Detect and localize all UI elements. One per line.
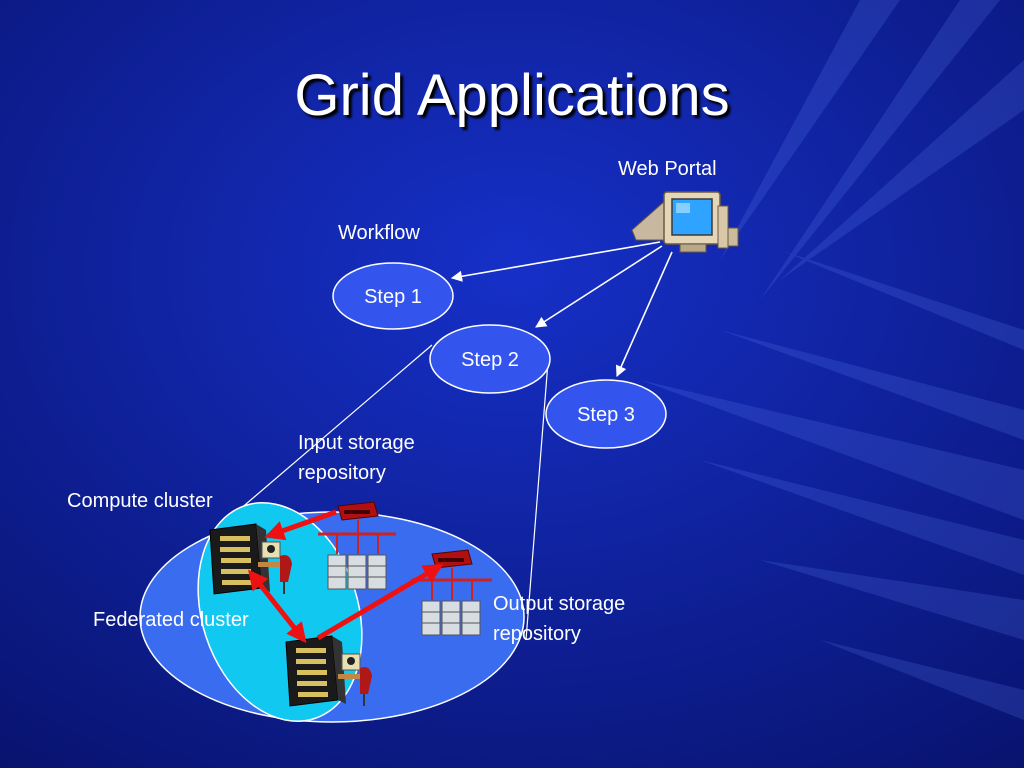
portal-to-step1-arrow (450, 241, 661, 282)
computer-monitor-icon (631, 191, 739, 253)
federated-to-output-arrow (316, 563, 444, 641)
detail-line-right (525, 361, 549, 641)
router-icon (431, 549, 473, 569)
portal-to-step2-arrow (535, 245, 663, 328)
step-3-label: Step 3 (577, 404, 635, 426)
output-storage-label-line2: repository (493, 623, 581, 645)
input-storage-repository (318, 501, 396, 590)
router-icon (337, 501, 379, 521)
portal-to-step3-arrow (615, 251, 673, 378)
person-at-desk-icon (258, 541, 292, 594)
step-3-node: Step 3 (545, 379, 667, 449)
web-portal-label: Web Portal (618, 158, 717, 180)
workflow-label: Workflow (338, 222, 420, 244)
compute-federated-arrow (248, 569, 307, 644)
storage-array-icon (327, 554, 387, 590)
server-rack-icon (285, 635, 346, 707)
input-storage-label-line1: Input storage (298, 432, 415, 454)
output-storage-label-line1: Output storage (493, 593, 626, 615)
background-rays (640, 0, 1024, 720)
person-at-desk-icon (338, 653, 372, 706)
federated-cluster-label: Federated cluster (93, 609, 249, 631)
input-to-compute-arrow (264, 509, 337, 541)
input-storage-label-line2: repository (298, 462, 386, 484)
step-1-label: Step 1 (364, 286, 422, 308)
detail-line-left (224, 344, 433, 523)
step-2-label: Step 2 (461, 349, 519, 371)
step-1-node: Step 1 (332, 262, 454, 330)
compute-cluster-label: Compute cluster (67, 490, 213, 512)
storage-array-icon (421, 600, 481, 636)
page-title: Grid Applications (294, 63, 730, 128)
step-2-node: Step 2 (429, 324, 551, 394)
